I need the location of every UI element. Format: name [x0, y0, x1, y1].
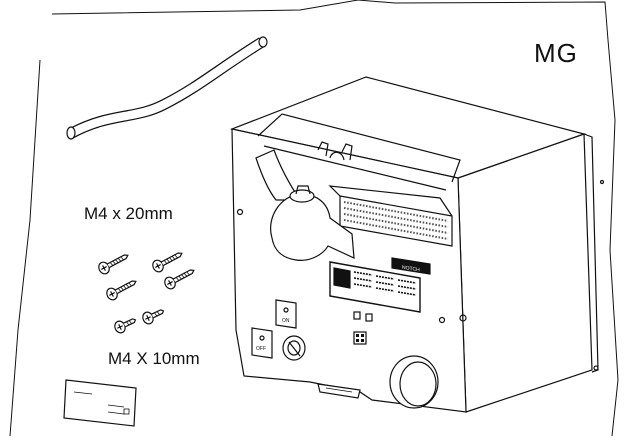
short-screw-2 — [142, 309, 165, 325]
off-button-text: OFF — [256, 346, 266, 352]
mount-hole-right — [438, 316, 446, 324]
mount-hole-left — [236, 208, 244, 216]
paper-sheet-outline — [9, 0, 619, 437]
on-button: ON — [275, 299, 297, 329]
long-screw-group — [98, 252, 195, 301]
key-lock-dial — [282, 335, 306, 361]
counter-window — [353, 331, 367, 345]
indicator-right — [365, 313, 373, 322]
gear-rack — [328, 185, 453, 247]
short-screw-label: M4 X 10mm — [108, 349, 200, 368]
long-screw-2 — [152, 252, 183, 273]
long-screw-4 — [164, 269, 195, 290]
long-screw-3 — [106, 280, 137, 301]
label-card — [63, 379, 137, 427]
short-screw-group — [114, 309, 165, 334]
warning-label — [329, 261, 421, 313]
off-button: OFF — [251, 327, 273, 359]
long-screw-1 — [98, 254, 129, 275]
brand-plate-text: NOTCH — [402, 265, 420, 274]
brand-plate: NOTCH — [391, 257, 431, 275]
bottom-round-opening — [389, 355, 439, 409]
long-screw-label: M4 x 20mm — [84, 204, 173, 223]
flexible-tube — [66, 36, 268, 140]
motor-operator-device: NOTCH ON OFF — [229, 76, 605, 413]
device-side-face — [457, 133, 593, 413]
short-screw-1 — [114, 318, 137, 334]
on-button-text: ON — [282, 318, 290, 324]
operating-handle — [255, 149, 355, 261]
indicator-left — [353, 311, 361, 320]
kit-code-label: MG — [534, 38, 578, 68]
